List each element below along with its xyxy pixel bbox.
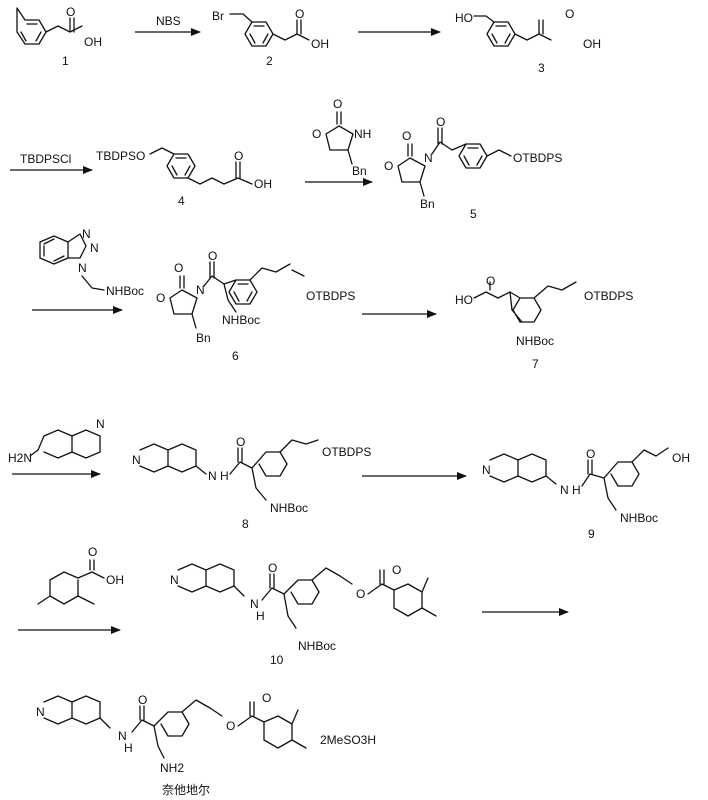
atom-label: NH2 bbox=[160, 761, 184, 775]
compound-number: 8 bbox=[242, 517, 249, 531]
atom-label: NHBoc bbox=[222, 313, 260, 327]
atom-label: HO bbox=[455, 11, 473, 25]
atom-label: N bbox=[78, 261, 87, 275]
compound-number: 7 bbox=[532, 357, 539, 371]
atom-label: O bbox=[236, 435, 245, 449]
atom-label: O bbox=[262, 691, 271, 705]
atom-label: O bbox=[156, 291, 165, 305]
atom-label: OH bbox=[254, 177, 272, 191]
atom-label: NHBoc bbox=[270, 501, 308, 515]
atom-label: O bbox=[486, 274, 495, 288]
atom-label: OTBDPS bbox=[306, 289, 355, 303]
atom-label: O bbox=[295, 7, 304, 21]
atom-label: O bbox=[174, 261, 183, 275]
compound-1: O OH 1 bbox=[16, 5, 102, 68]
atom-label: O bbox=[586, 447, 595, 461]
atom-label: N bbox=[132, 453, 141, 467]
atom-label: OH bbox=[583, 37, 601, 51]
atom-label: O bbox=[268, 561, 277, 575]
reagent-label: TBDPSCl bbox=[20, 152, 71, 166]
atom-label: N bbox=[96, 417, 105, 431]
salt-label: 2MeSO3H bbox=[320, 733, 376, 747]
atom-label: O bbox=[392, 563, 401, 577]
atom-label: TBDPSO bbox=[96, 149, 145, 163]
reagent-aminoisoquinoline: H2N N bbox=[8, 417, 105, 465]
compound-3: HO O OH 3 bbox=[455, 7, 601, 75]
atom-label: O bbox=[138, 693, 147, 707]
atom-label: N bbox=[170, 573, 179, 587]
atom-label: OTBDPS bbox=[584, 289, 633, 303]
compound-name: 奈他地尔 bbox=[162, 782, 210, 797]
atom-label: N bbox=[424, 151, 433, 165]
atom-label: N bbox=[208, 469, 217, 483]
compound-number: 3 bbox=[538, 61, 545, 75]
atom-label: N bbox=[250, 597, 259, 611]
compound-final-nateglinide: N N H O NH2 O O 2MeSO3H 奈他地尔 bbox=[36, 691, 376, 797]
atom-label: N bbox=[90, 241, 99, 255]
atom-label: H bbox=[124, 741, 133, 755]
atom-label: OTBDPS bbox=[322, 445, 371, 459]
compound-number: 10 bbox=[270, 653, 284, 667]
compound-6: O O N Bn O NHBoc OTBDPS 6 bbox=[156, 249, 355, 363]
atom-label: Bn bbox=[420, 197, 435, 211]
compound-8: N N H O NHBoc OTBDPS 8 bbox=[132, 435, 371, 531]
compound-number: 9 bbox=[588, 527, 595, 541]
atom-label: O bbox=[333, 97, 342, 111]
atom-label: H bbox=[256, 609, 265, 623]
atom-label: O bbox=[88, 545, 97, 559]
compound-9: N N H O NHBoc OH 9 bbox=[482, 447, 690, 541]
compound-2: Br O OH 2 bbox=[212, 7, 329, 68]
atom-label: N bbox=[196, 283, 205, 297]
atom-label: N bbox=[36, 705, 45, 719]
atom-label: O bbox=[234, 149, 243, 163]
reagent-benzotriazole: N N N NHBoc bbox=[39, 227, 144, 298]
atom-label: H2N bbox=[8, 451, 32, 465]
atom-label: O bbox=[226, 719, 235, 733]
atom-label: O bbox=[436, 115, 445, 129]
atom-label: OTBDPS bbox=[513, 151, 562, 165]
atom-label: N bbox=[482, 463, 491, 477]
compound-number: 5 bbox=[470, 207, 477, 221]
atom-label: OH bbox=[84, 35, 102, 49]
compound-number: 4 bbox=[178, 194, 185, 208]
compound-number: 2 bbox=[266, 54, 273, 68]
atom-label: O bbox=[66, 5, 75, 19]
compound-number: 1 bbox=[62, 54, 69, 68]
atom-label: Br bbox=[212, 9, 224, 23]
compound-10: N N H O NHBoc O O 10 bbox=[170, 561, 437, 667]
atom-label: OH bbox=[311, 37, 329, 51]
atom-label: O bbox=[208, 249, 217, 263]
atom-label: N bbox=[82, 227, 91, 241]
atom-label: NHBoc bbox=[620, 511, 658, 525]
atom-label: O bbox=[384, 159, 393, 173]
reagent-label: NBS bbox=[156, 14, 181, 28]
atom-label: H bbox=[572, 483, 581, 497]
atom-label: O bbox=[402, 129, 411, 143]
reagent-oxazolidinone: O O NH Bn bbox=[312, 97, 371, 178]
atom-label: N bbox=[118, 729, 127, 743]
atom-label: N bbox=[560, 483, 569, 497]
atom-label: Bn bbox=[196, 331, 211, 345]
compound-5: O O N Bn O OTBDPS 5 bbox=[384, 115, 562, 221]
atom-label: NHBoc bbox=[516, 334, 554, 348]
reagent-dimethylbenzoic-acid: O OH bbox=[37, 545, 124, 605]
atom-label: OH bbox=[106, 573, 124, 587]
atom-label: NH bbox=[354, 127, 371, 141]
atom-label: O bbox=[565, 7, 574, 21]
atom-label: H bbox=[220, 469, 229, 483]
compound-7: HO O NHBoc OTBDPS 7 bbox=[455, 274, 633, 371]
atom-label: O bbox=[312, 127, 321, 141]
atom-label: Bn bbox=[352, 164, 367, 178]
atom-label: OH bbox=[672, 451, 690, 465]
atom-label: O bbox=[356, 587, 365, 601]
atom-label: NHBoc bbox=[298, 639, 336, 653]
compound-4: TBDPSO O OH 4 bbox=[96, 147, 272, 208]
atom-label: HO bbox=[455, 293, 473, 307]
compound-number: 6 bbox=[232, 349, 239, 363]
atom-label: NHBoc bbox=[106, 284, 144, 298]
